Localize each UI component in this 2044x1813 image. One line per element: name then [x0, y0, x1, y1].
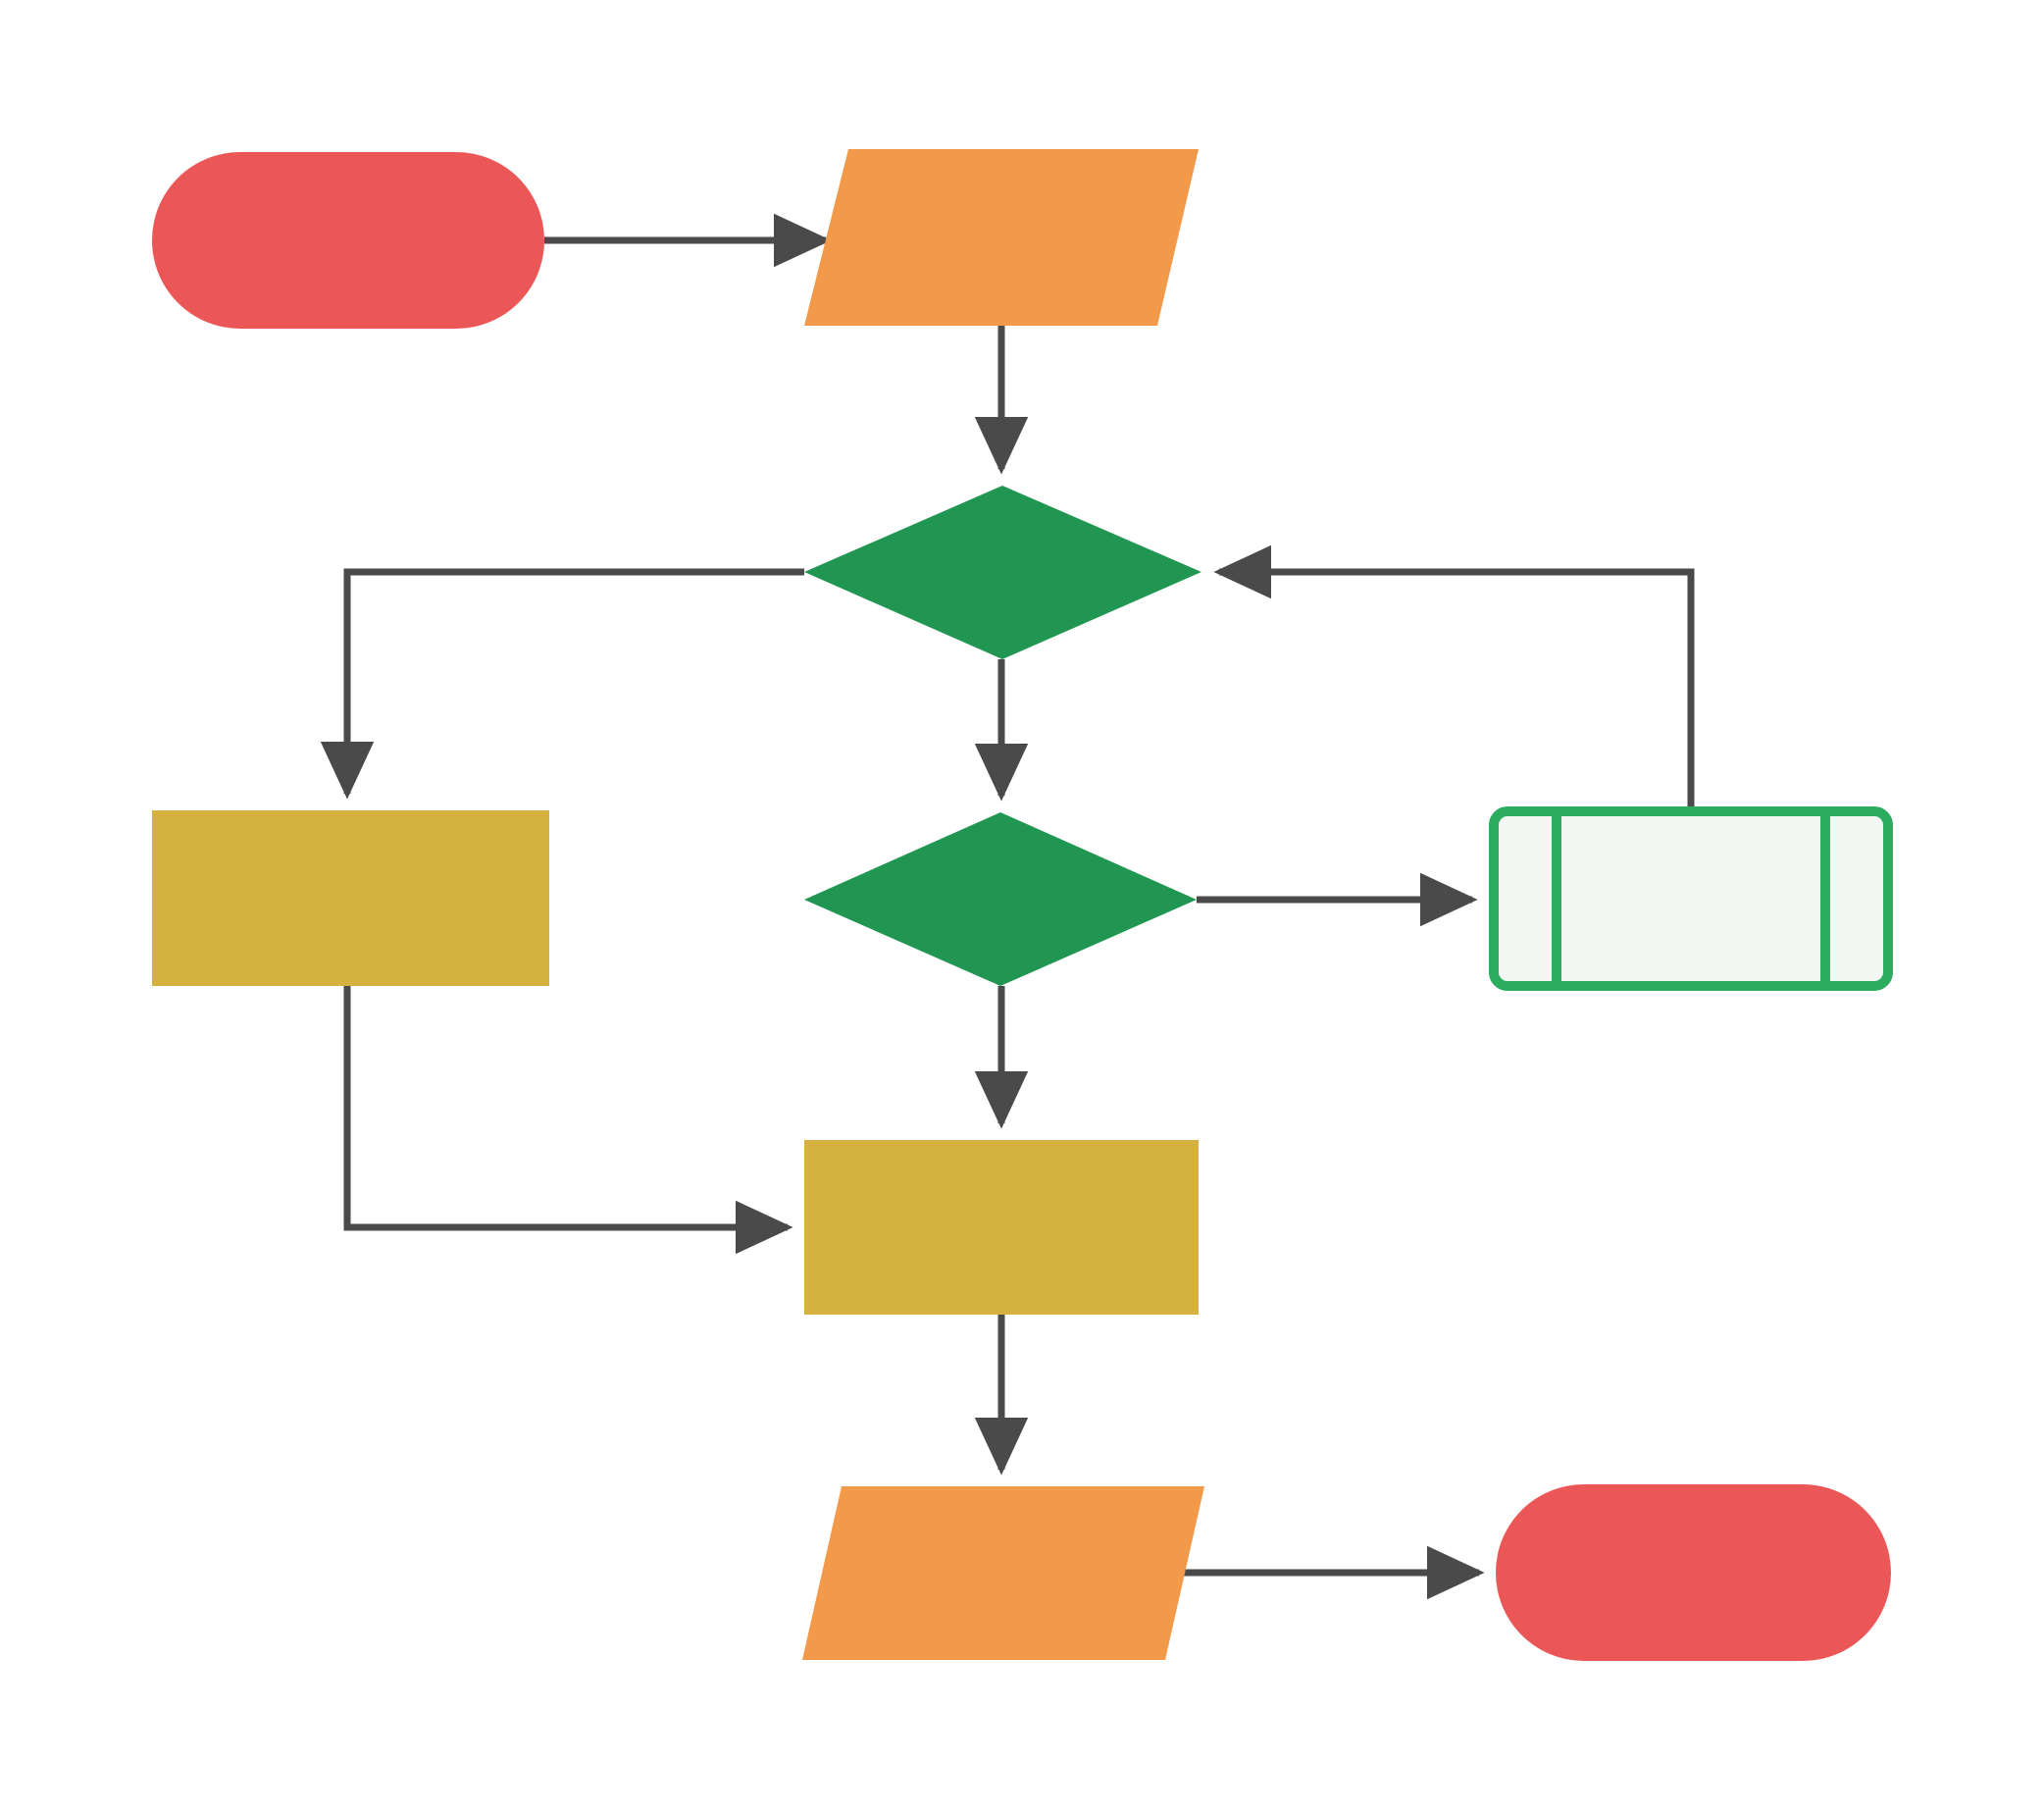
process-left-shape[interactable] [152, 810, 549, 986]
process-center-shape[interactable] [804, 1140, 1199, 1315]
input-parallelogram-shape[interactable] [804, 149, 1199, 326]
output-parallelogram-shape[interactable] [802, 1486, 1204, 1660]
subroutine-outer-shape[interactable] [1489, 806, 1893, 991]
edge-subroutine-to-decision1-loopback [1213, 544, 1695, 806]
end-terminator-shape[interactable] [1496, 1484, 1891, 1661]
node-decision-2[interactable] [804, 812, 1197, 986]
node-subroutine[interactable] [1489, 806, 1893, 991]
node-output-parallelogram[interactable] [802, 1486, 1204, 1660]
node-decision-1[interactable] [804, 486, 1201, 659]
node-end-terminator[interactable] [1496, 1484, 1891, 1661]
decision-1-shape[interactable] [804, 486, 1201, 659]
edge-process-left-to-process-center [343, 986, 793, 1255]
node-process-left[interactable] [152, 810, 549, 986]
node-input-parallelogram[interactable] [804, 149, 1199, 326]
edge-decision1-to-process-left [320, 568, 804, 800]
decision-2-shape[interactable] [804, 812, 1197, 986]
node-process-center[interactable] [804, 1140, 1199, 1315]
node-start-terminator[interactable] [152, 152, 544, 329]
start-terminator-shape[interactable] [152, 152, 544, 329]
